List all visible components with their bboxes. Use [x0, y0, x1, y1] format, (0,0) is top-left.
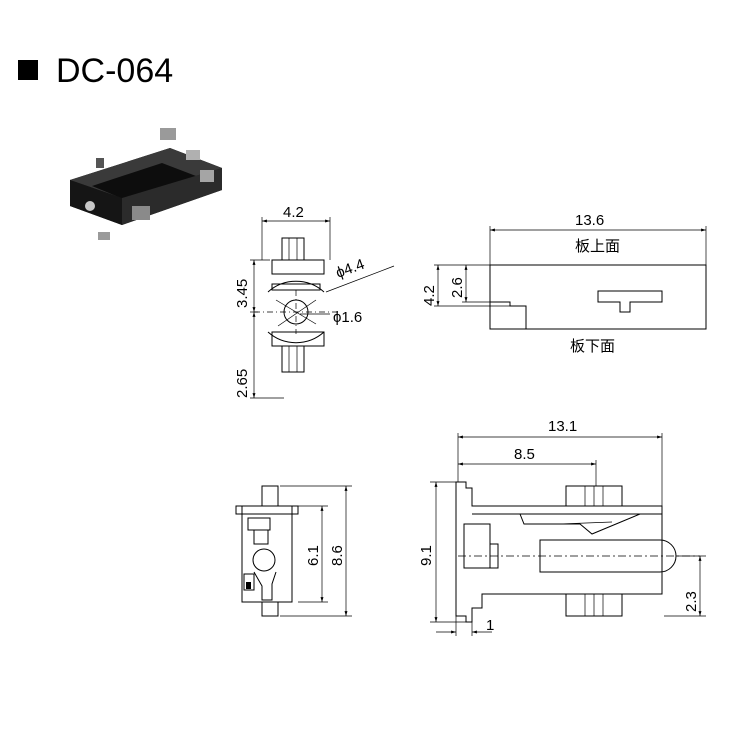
dim-end-inner: 6.1: [305, 545, 322, 566]
dim-phi-small: ϕ1.6: [333, 309, 362, 326]
dim-front-upper: 3.45: [234, 279, 251, 308]
dim-end-outer: 8.6: [329, 545, 346, 566]
front-view: [254, 237, 340, 373]
dim-front-width: 4.2: [283, 204, 304, 221]
dim-top-overall: 13.1: [548, 418, 577, 435]
dim-top-partial: 8.5: [514, 446, 535, 463]
filled-square-icon: [18, 60, 38, 80]
side-dimensions: 13.6 板上面 板下面 4.2 2.6: [421, 212, 707, 355]
dim-side-height: 4.2: [421, 285, 438, 306]
label-board-top: 板上面: [575, 237, 620, 255]
page-title: DC-064: [56, 52, 173, 90]
label-board-bottom: 板下面: [570, 337, 615, 355]
product-photo: [70, 128, 222, 240]
dim-side-length: 13.6: [575, 212, 604, 229]
dim-side-upper: 2.6: [449, 277, 466, 298]
top-view: [455, 481, 700, 623]
dim-top-height: 9.1: [418, 545, 435, 566]
end-view: [235, 485, 299, 617]
top-dimensions: 13.1 8.5 9.1 1 2.3: [418, 418, 706, 636]
side-view: [489, 264, 707, 330]
end-dimensions: 6.1 8.6: [280, 485, 352, 617]
dim-phi-large: ϕ4.4: [334, 256, 367, 282]
dim-top-offset: 2.3: [683, 591, 700, 612]
dim-top-tab: 1: [486, 617, 494, 634]
dim-front-lower: 2.65: [234, 369, 251, 398]
